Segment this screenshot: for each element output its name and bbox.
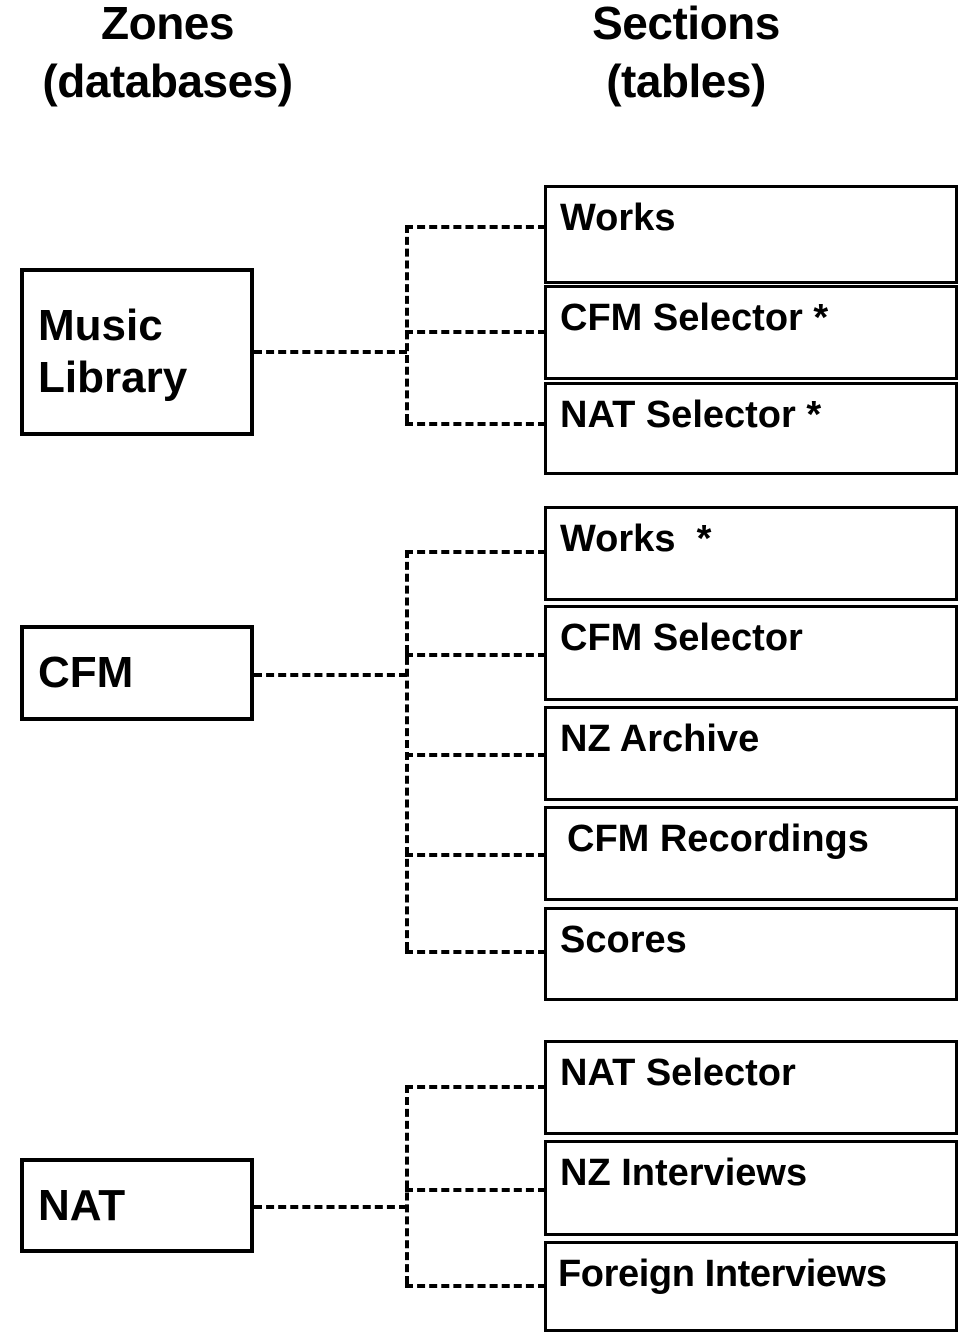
connector-branch-music-library-0 [405,225,546,229]
connector-zone-trunk-cfm [254,673,407,677]
section-box-cfm-works[interactable]: Works * [544,506,958,601]
section-label: NAT Selector * [560,394,822,436]
section-label: Foreign Interviews [558,1253,887,1295]
zones-column-header: Zones (databases) [42,0,293,107]
connector-trunk-music-library [405,225,409,422]
connector-branch-cfm-4 [405,950,546,954]
section-label: Works * [560,518,712,560]
connector-trunk-cfm [405,550,409,950]
section-label: NZ Archive [560,718,760,760]
section-box-cfm-scores[interactable]: Scores [544,907,958,1001]
section-box-cfm-cfm-selector[interactable]: CFM Selector [544,605,958,701]
connector-branch-cfm-2 [405,753,546,757]
section-box-music-library-cfm-selector[interactable]: CFM Selector * [544,285,958,380]
connector-zone-trunk-music-library [254,350,407,354]
section-label: Works [560,197,676,239]
connector-zone-trunk-nat [254,1205,407,1209]
connector-branch-nat-0 [405,1085,546,1089]
connector-branch-cfm-0 [405,550,546,554]
section-box-nat-foreign-interviews[interactable]: Foreign Interviews [544,1241,958,1332]
section-label: CFM Selector [560,617,803,659]
section-box-music-library-nat-selector[interactable]: NAT Selector * [544,382,958,475]
connector-branch-music-library-2 [405,422,546,426]
section-box-music-library-works[interactable]: Works [544,185,958,284]
connector-branch-cfm-1 [405,653,546,657]
section-box-cfm-recordings[interactable]: CFM Recordings [544,806,958,901]
connector-branch-cfm-3 [405,853,546,857]
zone-box-nat[interactable]: NAT [20,1158,254,1253]
sections-column-header: Sections (tables) [592,0,780,107]
zone-label-music-library: Music Library [38,301,188,402]
zone-box-cfm[interactable]: CFM [20,625,254,721]
zone-label-cfm: CFM [38,648,134,697]
connector-branch-nat-2 [405,1284,546,1288]
section-label: NAT Selector [560,1052,796,1094]
section-label: CFM Recordings [567,818,869,860]
connector-branch-music-library-1 [405,330,546,334]
connector-trunk-nat [405,1085,409,1284]
connector-branch-nat-1 [405,1188,546,1192]
section-box-nat-nat-selector[interactable]: NAT Selector [544,1040,958,1135]
section-label: Scores [560,919,687,961]
zone-box-music-library[interactable]: Music Library [20,268,254,436]
section-box-nat-nz-interviews[interactable]: NZ Interviews [544,1140,958,1236]
zone-label-nat: NAT [38,1180,126,1230]
section-label: CFM Selector * [560,297,829,339]
section-box-cfm-nz-archive[interactable]: NZ Archive [544,706,958,801]
section-label: NZ Interviews [560,1152,808,1194]
